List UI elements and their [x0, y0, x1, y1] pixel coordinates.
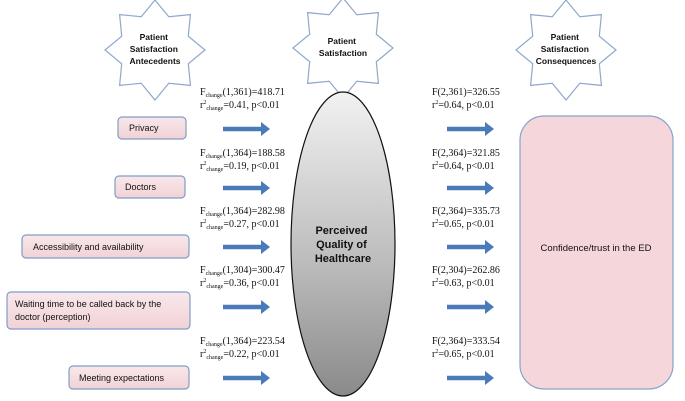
antecedent-box: [114, 175, 186, 199]
consequences-title-line3: Consequences: [536, 56, 597, 66]
antecedent-box: [6, 291, 191, 330]
consequence-box: [519, 115, 674, 390]
arrow-right: [447, 371, 494, 385]
row-accessibility: Accessibility and availability Fchange(1…: [21, 206, 500, 259]
right-stat-f: F(2,361)=326.55: [432, 87, 500, 98]
row-waiting-time: Waiting time to be called back by the do…: [6, 265, 500, 330]
antecedent-label: Doctors: [125, 182, 157, 192]
consequences-header: Patient Satisfaction Consequences: [515, 0, 617, 101]
antecedent-box: [21, 234, 190, 259]
arrow-left: [223, 240, 270, 254]
left-stat-r: r2change=0.19, p<0.01: [200, 161, 280, 173]
antecedents-title-line2: Satisfaction: [130, 44, 178, 54]
left-stat-f: Fchange(1,304)=300.47: [200, 265, 285, 277]
antecedents-title-line1: Patient: [140, 32, 169, 42]
antecedents-header: Patient Satisfaction Antecedents: [104, 0, 206, 101]
consequence-label: Confidence/trust in the ED: [541, 243, 652, 254]
star-badge-antecedents: [104, 0, 206, 101]
arrow-right: [447, 300, 494, 314]
antecedent-box: [68, 365, 190, 390]
left-stat-r: r2change=0.22, p<0.01: [200, 349, 280, 361]
perceived-quality-ellipse: [290, 91, 396, 397]
consequences-title-line2: Satisfaction: [541, 44, 589, 54]
svg-text:Perceived Quality of: Perceived Quality of Healthcare: [315, 225, 371, 265]
right-stat-r: r2=0.65, p<0.01: [432, 349, 495, 360]
perceived-quality-node: Perceived Quality of Healthcare: [290, 91, 396, 397]
right-stat-r: r2=0.64, p<0.01: [432, 161, 495, 172]
right-stat-f: F(2,364)=333.54: [432, 336, 500, 347]
antecedent-label: Accessibility and availability: [33, 242, 144, 252]
right-stat-f: F(2,304)=262.86: [432, 265, 500, 276]
antecedent-label: Waiting time to be called back by the do…: [15, 299, 164, 322]
antecedent-label-line2: doctor (perception): [15, 312, 91, 322]
satisfaction-header: Patient Satisfaction: [292, 0, 394, 99]
perceived-quality-label-line1: Perceived: [315, 225, 367, 237]
arrow-left: [223, 122, 270, 136]
antecedent-label-line1: Waiting time to be called back by the: [15, 299, 161, 309]
row-doctors: Doctors Fchange(1,364)=188.58 r2change=0…: [114, 148, 500, 199]
arrow-left: [223, 371, 270, 385]
right-stat-r: r2=0.64, p<0.01: [432, 100, 495, 111]
right-stat-f: F(2,364)=321.85: [432, 148, 500, 159]
satisfaction-title-line1: Patient: [328, 36, 357, 46]
antecedent-label: Privacy: [129, 123, 159, 133]
arrow-right: [447, 240, 494, 254]
left-stat-f: Fchange(1,361)=418.71: [200, 87, 285, 99]
left-stat-f: Fchange(1,364)=188.58: [200, 148, 285, 160]
svg-text:Patient Satisfaction: Patient Satisfaction: [319, 36, 367, 58]
right-stat-r: r2=0.63, p<0.01: [432, 278, 495, 289]
left-stat-f: Fchange(1,364)=223.54: [200, 336, 285, 348]
row-privacy: Privacy Fchange(1,361)=418.71 r2change=0…: [117, 87, 500, 140]
antecedents-title-line3: Antecedents: [129, 56, 180, 66]
arrow-left: [223, 181, 270, 195]
left-stat-r: r2change=0.41, p<0.01: [200, 100, 280, 112]
left-stat-f: Fchange(1,364)=282.98: [200, 206, 285, 218]
satisfaction-title-line2: Satisfaction: [319, 48, 367, 58]
star-badge-consequences: [515, 0, 617, 101]
arrow-right: [447, 122, 494, 136]
consequences-title-line1: Patient: [551, 32, 580, 42]
antecedent-label: Meeting expectations: [79, 373, 165, 383]
right-stat-r: r2=0.65, p<0.01: [432, 219, 495, 230]
svg-text:Patient Satisfaction: Patient Satisfaction Consequences: [536, 32, 597, 66]
left-stat-r: r2change=0.27, p<0.01: [200, 219, 280, 231]
left-stat-r: r2change=0.36, p<0.01: [200, 278, 280, 290]
right-stat-f: F(2,364)=335.73: [432, 206, 500, 217]
perceived-quality-label-line3: Healthcare: [315, 253, 371, 265]
row-meeting-expectations: Meeting expectations Fchange(1,364)=223.…: [68, 336, 500, 390]
consequence-node: Confidence/trust in the ED: [519, 115, 674, 390]
antecedent-box: [117, 116, 187, 140]
arrow-right: [447, 181, 494, 195]
perceived-quality-label-line2: Quality of: [316, 239, 367, 251]
svg-text:Patient Satisfaction: Patient Satisfaction Antecedents: [129, 32, 180, 66]
arrow-left: [223, 300, 270, 314]
